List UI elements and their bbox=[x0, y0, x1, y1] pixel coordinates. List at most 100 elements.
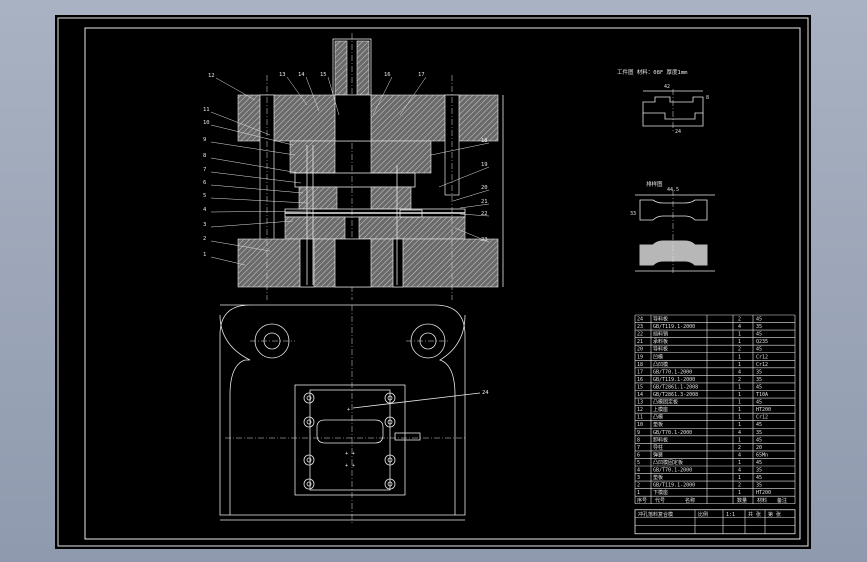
part-number-label: 10 bbox=[203, 120, 210, 126]
table-cell-name: 凸模固定板 bbox=[653, 399, 678, 406]
part-number-label: 7 bbox=[203, 167, 206, 173]
table-header-cell: 序号 bbox=[637, 497, 647, 504]
table-cell-name: GB/T119.1-2000 bbox=[653, 377, 695, 383]
table-cell-no: 19 bbox=[637, 354, 643, 360]
table-cell-name: GB/T119.1-2000 bbox=[653, 324, 695, 330]
svg-text:24: 24 bbox=[482, 390, 489, 396]
layout-title: 排样图 bbox=[646, 180, 663, 188]
table-cell-no: 20 bbox=[637, 347, 643, 353]
table-cell-no: 17 bbox=[637, 369, 643, 375]
part-number-label: 12 bbox=[208, 73, 215, 79]
table-cell-name: 导柱 bbox=[653, 444, 663, 451]
table-cell-qty: 2 bbox=[738, 483, 741, 489]
table-cell-no: 10 bbox=[637, 422, 643, 428]
svg-text:+: + bbox=[347, 407, 351, 413]
table-cell-no: 18 bbox=[637, 362, 643, 368]
table-cell-qty: 1 bbox=[738, 407, 741, 413]
title-block-scale: 1:1 bbox=[726, 512, 735, 518]
part-number-label: 15 bbox=[320, 72, 327, 78]
part-number-label: 14 bbox=[298, 72, 305, 78]
table-cell-name: GB/T2861.1-2008 bbox=[653, 384, 698, 390]
part-number-label: 5 bbox=[203, 193, 206, 199]
table-cell-name: GB/T119.1-2000 bbox=[653, 483, 695, 489]
part-title: 工件图 材料：08F 厚度1mm bbox=[617, 68, 688, 76]
table-cell-material: HT200 bbox=[756, 490, 771, 496]
table-cell-material: 35 bbox=[756, 483, 762, 489]
table-cell-qty: 1 bbox=[738, 437, 741, 443]
part-drawing: 工件图 材料：08F 厚度1mm 42 8 24 排样图 33 44.5 bbox=[617, 68, 715, 275]
table-cell-material: 65Mn bbox=[756, 452, 768, 458]
part-number-label: 19 bbox=[481, 162, 488, 168]
table-cell-no: 12 bbox=[637, 407, 643, 413]
table-cell-material: 35 bbox=[756, 377, 762, 383]
table-cell-material: 35 bbox=[756, 468, 762, 474]
table-cell-material: 20 bbox=[756, 445, 762, 451]
table-cell-name: 凸凹模固定板 bbox=[653, 459, 683, 466]
part-number-label: 9 bbox=[203, 137, 206, 143]
table-cell-qty: 1 bbox=[738, 392, 741, 398]
table-cell-no: 7 bbox=[637, 445, 640, 451]
table-header-cell: 名称 bbox=[685, 497, 695, 504]
table-cell-qty: 1 bbox=[738, 475, 741, 481]
table-cell-name: 凸凹模 bbox=[653, 361, 668, 368]
table-cell-qty: 1 bbox=[738, 490, 741, 496]
part-number-label: 22 bbox=[481, 211, 488, 217]
svg-text:44.5: 44.5 bbox=[667, 187, 679, 193]
svg-text:+ +: + + bbox=[345, 463, 356, 469]
part-number-label: 18 bbox=[481, 138, 488, 144]
table-cell-no: 3 bbox=[637, 475, 640, 481]
table-cell-qty: 1 bbox=[738, 332, 741, 338]
table-cell-name: 垫板 bbox=[653, 421, 663, 428]
table-cell-name: GB/T70.1-2000 bbox=[653, 468, 692, 474]
table-cell-name: 导料板 bbox=[653, 346, 668, 353]
part-number-label: 6 bbox=[203, 180, 206, 186]
table-cell-qty: 2 bbox=[738, 347, 741, 353]
table-cell-qty: 1 bbox=[738, 460, 741, 466]
table-cell-qty: 1 bbox=[738, 415, 741, 421]
title-block-name: 冲孔落料复合模 bbox=[638, 511, 673, 518]
table-cell-no: 24 bbox=[637, 317, 643, 323]
part-number-label: 23 bbox=[481, 237, 488, 243]
part-number-label: 17 bbox=[418, 72, 425, 78]
part-number-label: 3 bbox=[203, 222, 206, 228]
table-header-cell: 材料 bbox=[757, 497, 767, 504]
table-cell-name: 承料板 bbox=[653, 338, 668, 345]
part-number-label: 16 bbox=[384, 72, 391, 78]
table-cell-qty: 1 bbox=[738, 400, 741, 406]
table-cell-material: 45 bbox=[756, 317, 762, 323]
table-cell-name: 垫板 bbox=[653, 474, 663, 481]
table-cell-no: 13 bbox=[637, 400, 643, 406]
table-cell-no: 4 bbox=[637, 468, 640, 474]
table-cell-name: GB/T70.1-2000 bbox=[653, 369, 692, 375]
table-cell-no: 15 bbox=[637, 384, 643, 390]
table-cell-material: 45 bbox=[756, 400, 762, 406]
table-cell-no: 22 bbox=[637, 332, 643, 338]
table-cell-qty: 1 bbox=[738, 384, 741, 390]
inner-frame bbox=[84, 27, 801, 540]
table-cell-material: T10A bbox=[756, 392, 768, 398]
table-cell-qty: 4 bbox=[738, 430, 741, 436]
part-number-label: 2 bbox=[203, 236, 206, 242]
table-cell-qty: 1 bbox=[738, 422, 741, 428]
table-cell-qty: 4 bbox=[738, 468, 741, 474]
table-cell-material: Q235 bbox=[756, 339, 768, 345]
svg-text:42: 42 bbox=[664, 84, 670, 90]
table-cell-qty: 1 bbox=[738, 362, 741, 368]
table-cell-no: 23 bbox=[637, 324, 643, 330]
table-cell-no: 2 bbox=[637, 483, 640, 489]
table-cell-material: 45 bbox=[756, 460, 762, 466]
table-cell-name: 挡料销 bbox=[653, 331, 668, 338]
table-cell-no: 16 bbox=[637, 377, 643, 383]
table-cell-material: Cr12 bbox=[756, 362, 768, 368]
table-cell-qty: 1 bbox=[738, 354, 741, 360]
table-cell-no: 21 bbox=[637, 339, 643, 345]
part-number-label: 21 bbox=[481, 199, 488, 205]
table-cell-qty: 4 bbox=[738, 452, 741, 458]
table-cell-material: 35 bbox=[756, 369, 762, 375]
part-number-label: 11 bbox=[203, 107, 210, 113]
table-cell-qty: 2 bbox=[738, 445, 741, 451]
table-cell-qty: 2 bbox=[738, 377, 741, 383]
